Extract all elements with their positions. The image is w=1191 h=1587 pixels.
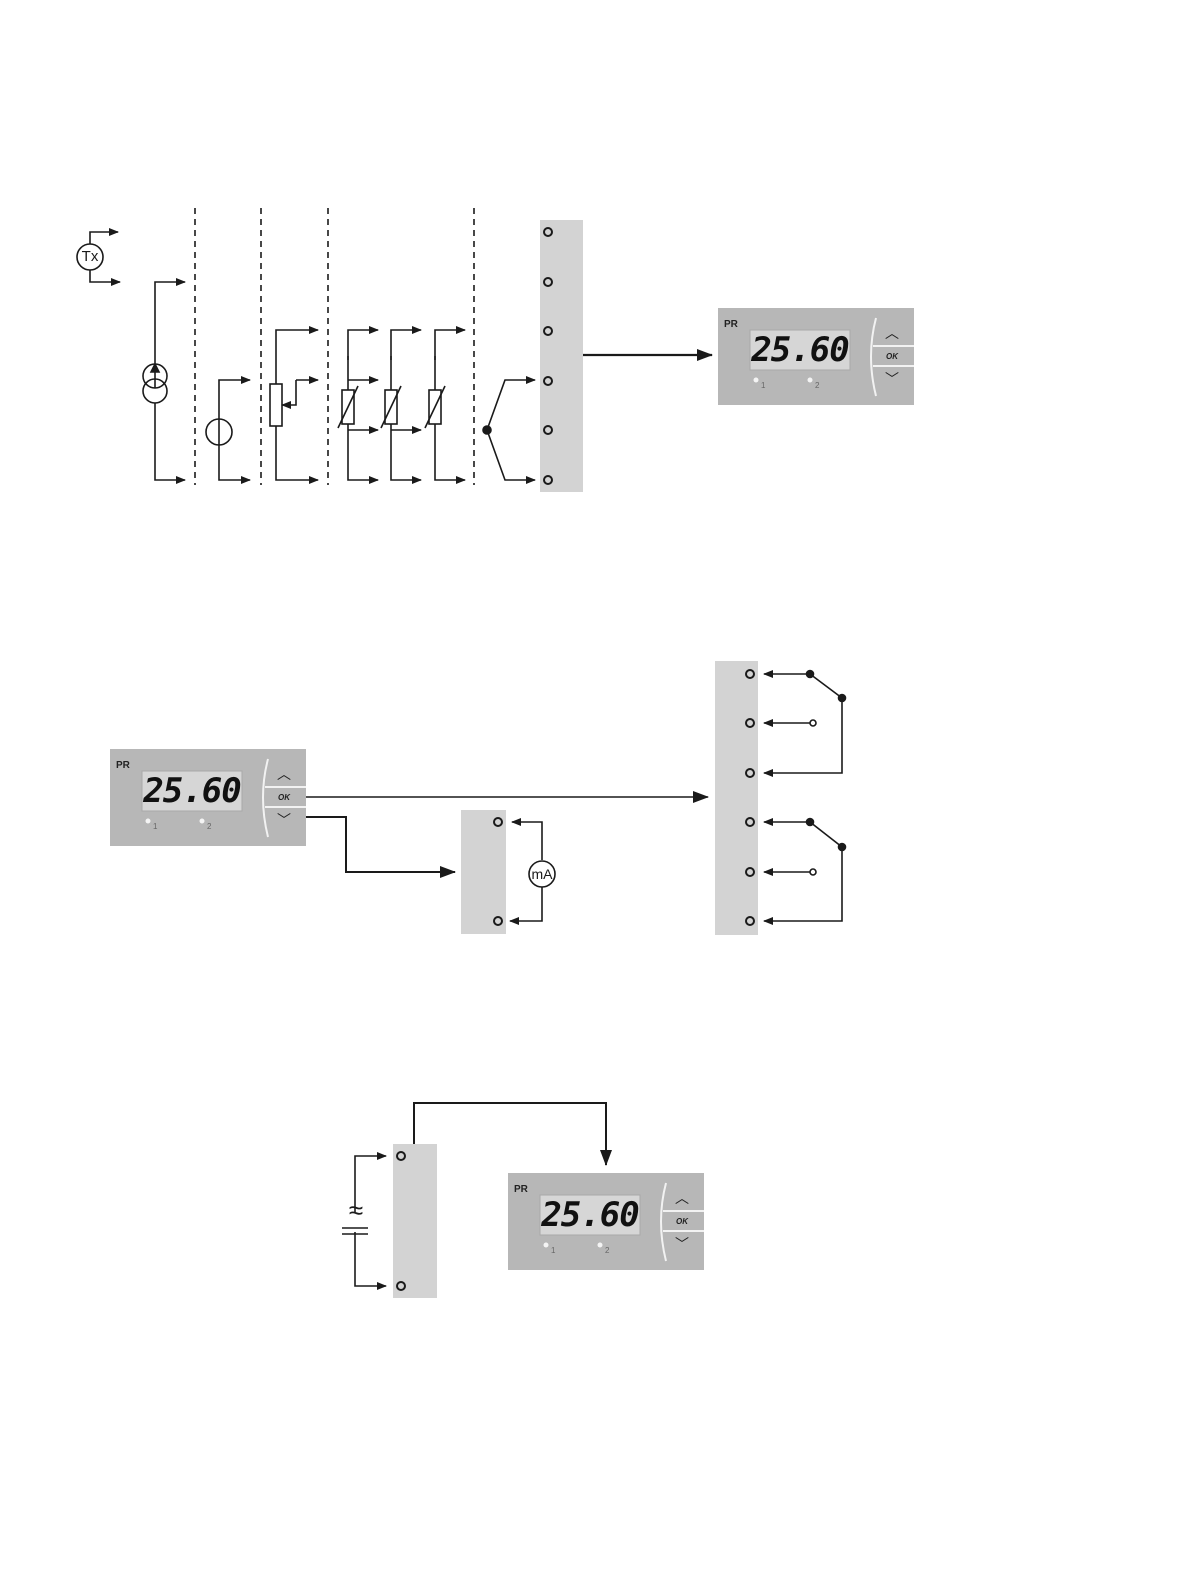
led-1-label: 1	[153, 822, 157, 831]
up-button[interactable]: ︿	[664, 1189, 700, 1209]
led-2-label: 2	[605, 1246, 609, 1255]
display-1-overlay: PR 25.60 ︿ OK ﹀ 1 2	[718, 308, 914, 405]
chevron-up-icon: ︿	[675, 1190, 689, 1206]
transmitter-label: Tx	[78, 248, 102, 266]
chevron-up-icon: ︿	[277, 766, 291, 782]
display-3-overlay: PR 25.60 ︿ OK ﹀ 1 2	[508, 1173, 704, 1270]
relay-1-contacts	[764, 671, 846, 774]
down-button[interactable]: ﹀	[874, 370, 910, 390]
led-1-label: 1	[551, 1246, 555, 1255]
brand-logo: PR	[724, 319, 738, 330]
relay-output-terminal-block	[715, 661, 758, 935]
led-2-label: 2	[815, 381, 819, 390]
voltage-source-symbol	[206, 380, 250, 480]
brand-logo: PR	[514, 1184, 528, 1195]
chevron-down-icon: ﹀	[277, 812, 291, 828]
potentiometer-symbol	[270, 330, 318, 480]
current-source-symbol	[143, 282, 185, 480]
rtd-sensor-1	[338, 330, 378, 480]
chevron-down-icon: ﹀	[675, 1236, 689, 1252]
analog-output-terminal-block	[461, 810, 506, 934]
chevron-up-icon: ︿	[885, 325, 899, 341]
ok-button[interactable]: OK	[664, 1214, 700, 1230]
rtd-sensor-2	[381, 330, 421, 480]
display-value: 25.60	[142, 771, 242, 811]
display-value: 25.60	[540, 1195, 640, 1235]
input-section	[77, 208, 535, 485]
rtd-sensors	[338, 330, 465, 480]
supply-terminal-block	[393, 1144, 437, 1298]
input-terminal-block	[540, 220, 583, 492]
ok-button[interactable]: OK	[266, 790, 302, 806]
brand-logo: PR	[116, 760, 130, 771]
thermocouple-symbol	[483, 380, 535, 480]
up-button[interactable]: ︿	[266, 765, 302, 785]
ok-button[interactable]: OK	[874, 349, 910, 365]
supply-symbol: ≈	[343, 1197, 369, 1223]
led-2-label: 2	[207, 822, 211, 831]
led-1-label: 1	[761, 381, 765, 390]
down-button[interactable]: ﹀	[266, 811, 302, 831]
chevron-down-icon: ﹀	[885, 371, 899, 387]
display-2-overlay: PR 25.60 ︿ OK ﹀ 1 2	[110, 749, 306, 846]
milliamp-meter-label: mA	[529, 865, 555, 883]
display-to-analog-arrow	[306, 817, 455, 872]
display-value: 25.60	[750, 330, 850, 370]
relay-2-contacts	[764, 819, 846, 922]
supply-to-display-arrow	[414, 1103, 606, 1165]
down-button[interactable]: ﹀	[664, 1235, 700, 1255]
up-button[interactable]: ︿	[874, 324, 910, 344]
rtd-sensor-3	[425, 330, 465, 480]
